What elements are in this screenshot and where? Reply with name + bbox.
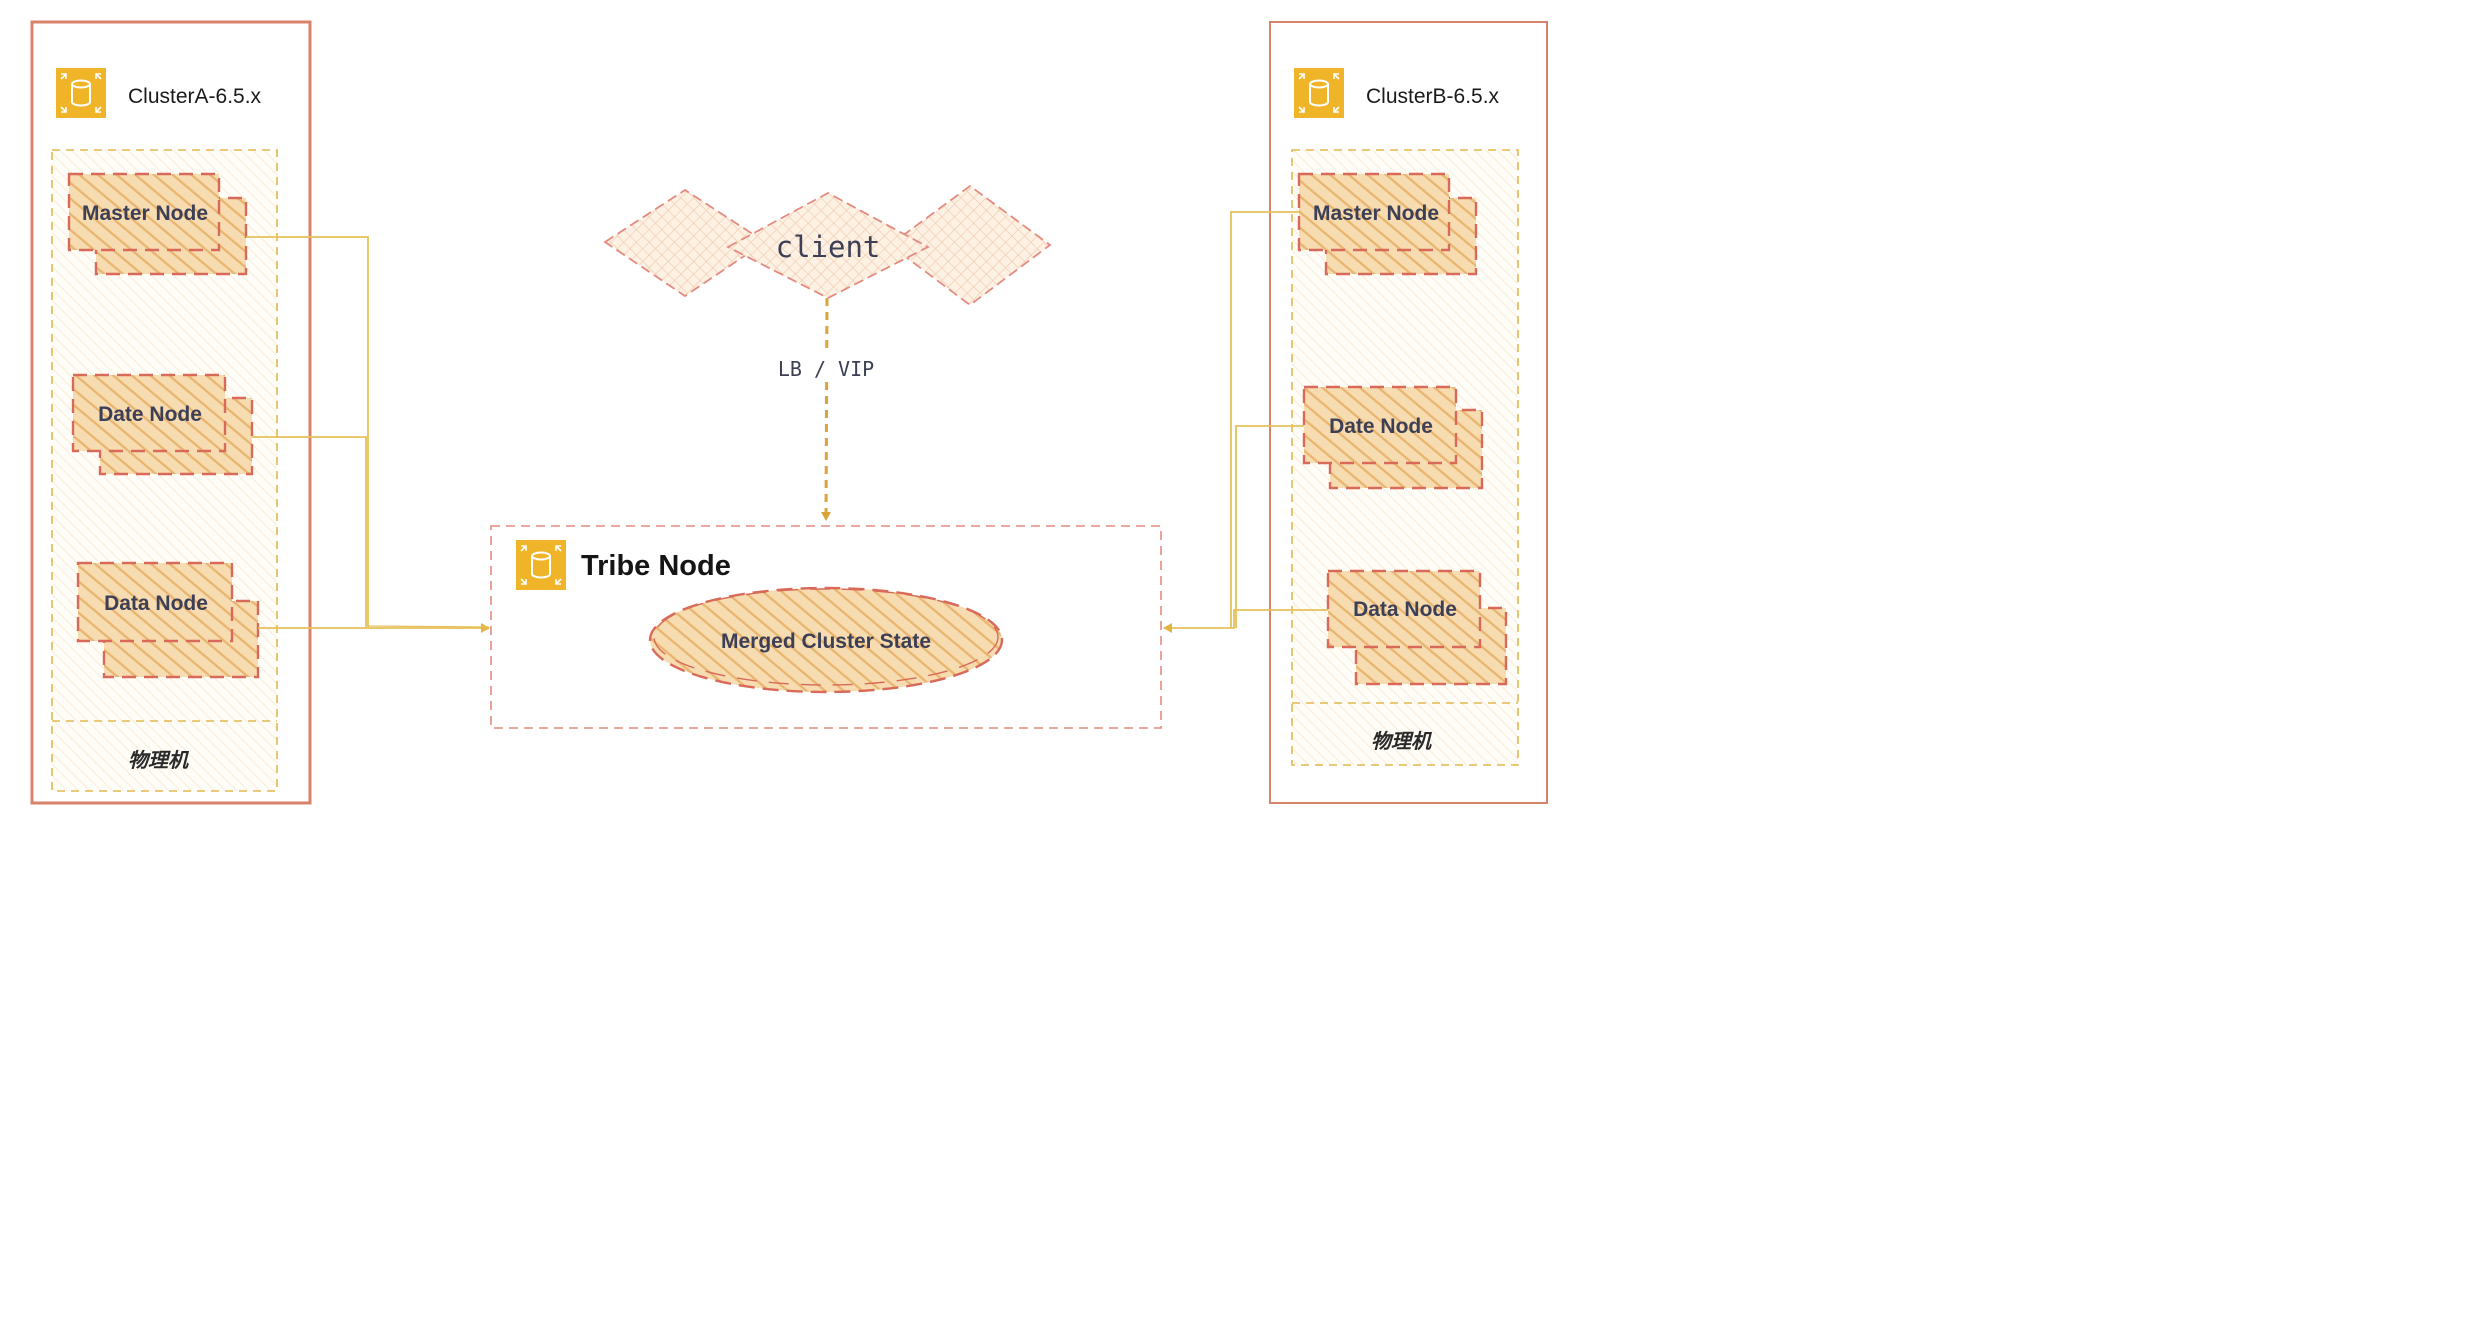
database-icon: [1294, 68, 1344, 118]
client-label: client: [776, 230, 881, 264]
cluster-b: ClusterB-6.5.x 物理机 Master Node Date Node…: [1269, 21, 1548, 804]
connector-b-data: [1163, 609, 1328, 633]
cluster-a: ClusterA-6.5.x 物理机 Master Node Date Node…: [30, 20, 312, 805]
client-node: client: [603, 184, 1052, 307]
tribe-node: Tribe Node Merged Cluster State: [490, 525, 1162, 729]
cluster-b-machine-label: 物理机: [1371, 729, 1433, 753]
connector-a-date: [252, 436, 367, 627]
database-icon: [56, 68, 106, 118]
cluster-a-connectors: [246, 236, 490, 633]
cluster-b-master-node-label: Master Node: [1313, 202, 1439, 225]
cluster-b-frame: [1269, 21, 1548, 804]
cluster-a-date-node: Date Node: [71, 373, 254, 476]
merged-cluster-state-label: Merged Cluster State: [721, 630, 931, 653]
tribe-node-frame: [490, 525, 1162, 729]
connector-a-master: [246, 236, 369, 627]
tribe-node-title: Tribe Node: [581, 550, 731, 582]
cluster-b-master-node: Master Node: [1297, 172, 1478, 276]
cluster-a-master-node-label: Master Node: [82, 202, 208, 225]
cluster-b-data-node: Data Node: [1326, 569, 1508, 686]
cluster-b-date-node: Date Node: [1302, 385, 1484, 490]
database-icon: [516, 540, 566, 590]
cluster-a-master-node: Master Node: [67, 172, 248, 276]
cluster-b-data-node-label: Data Node: [1353, 598, 1457, 621]
cluster-a-frame: [30, 20, 312, 805]
client-to-tribe-arrow: [821, 297, 832, 521]
cluster-a-title: ClusterA-6.5.x: [128, 85, 262, 108]
cluster-a-data-node: Data Node: [76, 561, 260, 679]
cluster-b-connectors: [1163, 211, 1328, 633]
connector-b-master: [1230, 211, 1299, 628]
merged-cluster-state: Merged Cluster State: [648, 586, 1004, 694]
cluster-a-date-node-label: Date Node: [98, 403, 202, 426]
connector-b-date: [1235, 425, 1304, 628]
lb-vip-label: LB / VIP: [778, 357, 874, 381]
cluster-a-machine-label: 物理机: [128, 748, 190, 772]
cluster-b-date-node-label: Date Node: [1329, 415, 1433, 438]
diagram-canvas: ClusterA-6.5.x 物理机 Master Node Date Node…: [30, 20, 1548, 805]
cluster-b-title: ClusterB-6.5.x: [1366, 85, 1500, 108]
cluster-a-data-node-label: Data Node: [104, 592, 208, 615]
